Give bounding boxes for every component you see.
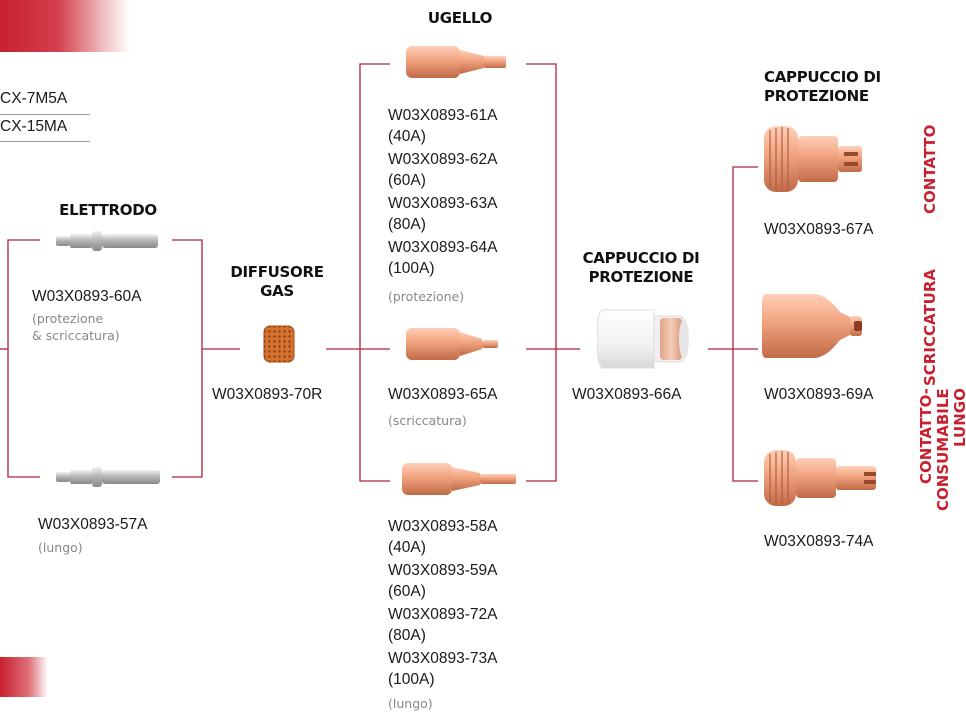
nozzle-gouging-note: (scriccatura) xyxy=(388,412,467,429)
nozzle-long-note: (lungo) xyxy=(388,695,433,712)
shield-cap-image xyxy=(594,306,694,372)
nozzle-note: (protezione) xyxy=(388,288,464,305)
nozzle-long-image xyxy=(402,457,522,501)
tip-cap-contact-image xyxy=(760,122,870,196)
tip-cap-header: CAPPUCCIO DI PROTEZIONE xyxy=(764,68,904,106)
diffuser-code: W03X0893-70R xyxy=(212,384,322,406)
tip-cap-long-image xyxy=(760,446,890,510)
tip-cap-long-side-label: CONTATTO- CONSUMABILE LUNGO xyxy=(918,388,966,564)
electrode-note: (protezione & scriccatura) xyxy=(32,310,120,344)
nozzle-header: UGELLO xyxy=(410,9,510,28)
shield-cap-code: W03X0893-66A xyxy=(572,384,681,406)
electrode-long-note: (lungo) xyxy=(38,539,83,556)
nozzle-code: W03X0893-64A (100A) xyxy=(388,237,548,279)
electrode-image xyxy=(54,228,164,254)
nozzle-gouging-code: W03X0893-65A xyxy=(388,384,497,406)
electrode-long-code: W03X0893-57A xyxy=(38,514,147,536)
shield-cap-header: CAPPUCCIO DI PROTEZIONE xyxy=(576,249,706,287)
tip-cap-contact-side-label: CONTATTO xyxy=(922,108,939,214)
tip-cap-long-code: W03X0893-74A xyxy=(764,531,873,553)
nozzle-long-code: W03X0893-73A (100A) xyxy=(388,648,548,690)
diffuser-header: DIFFUSORE GAS xyxy=(222,263,332,301)
diffuser-image xyxy=(262,324,296,364)
nozzle-image xyxy=(402,40,512,84)
electrode-header: ELETTRODO xyxy=(48,201,168,220)
nozzle-long-code: W03X0893-58A (40A) xyxy=(388,516,548,558)
tip-cap-gouging-side-label: SCRICCATURA xyxy=(922,256,939,386)
tip-cap-gouging-code: W03X0893-69A xyxy=(764,384,873,406)
nozzle-code: W03X0893-61A (40A) xyxy=(388,105,548,147)
nozzle-code-list: W03X0893-61A (40A) W03X0893-62A (60A) W0… xyxy=(388,105,548,279)
electrode-code: W03X0893-60A xyxy=(32,286,141,308)
tip-cap-gouging-image xyxy=(760,290,870,362)
nozzle-gouging-image xyxy=(402,322,512,366)
nozzle-long-code-list: W03X0893-58A (40A) W03X0893-59A (60A) W0… xyxy=(388,516,548,690)
nozzle-long-code: W03X0893-72A (80A) xyxy=(388,604,548,646)
nozzle-code: W03X0893-62A (60A) xyxy=(388,149,548,191)
electrode-long-image xyxy=(54,464,164,490)
nozzle-code: W03X0893-63A (80A) xyxy=(388,193,548,235)
tip-cap-contact-code: W03X0893-67A xyxy=(764,219,873,241)
nozzle-long-code: W03X0893-59A (60A) xyxy=(388,560,548,602)
